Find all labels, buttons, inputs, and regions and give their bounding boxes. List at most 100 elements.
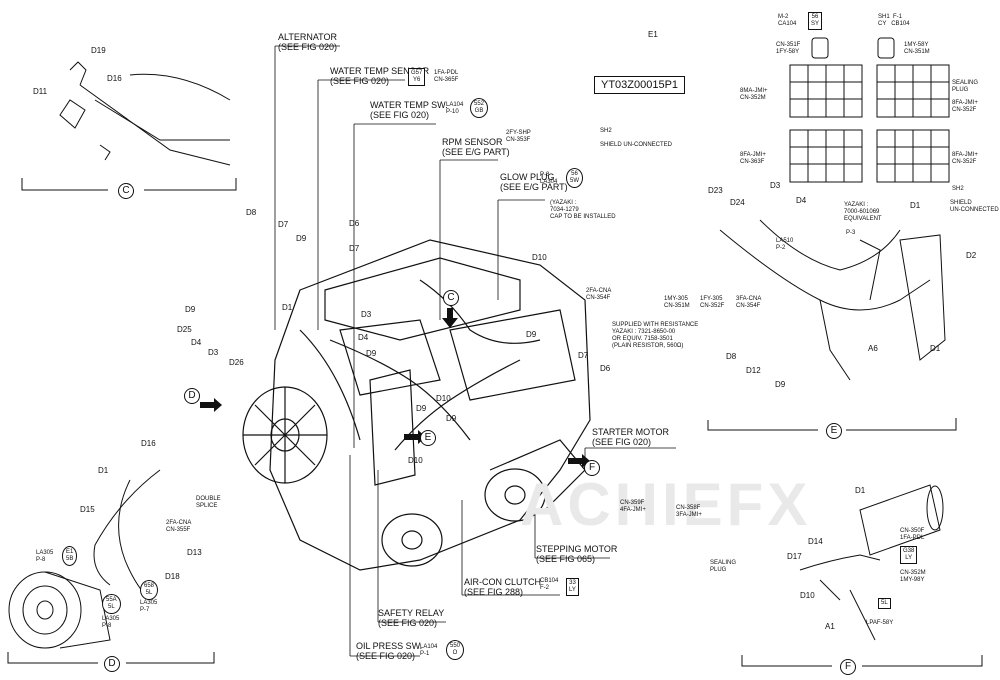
shield-label: SHIELD UN-CONNECTED	[950, 200, 999, 213]
callout-water-temp-sensor: WATER TEMP SENSOR (SEE FIG 020)	[330, 66, 429, 86]
yazaki2-line-3: EQUIVALENT	[844, 216, 882, 222]
oilpress-label: LA104 P-1	[420, 644, 438, 657]
ref-d9-g: D9	[775, 380, 786, 389]
ref-d3-a: D3	[208, 348, 219, 357]
yazaki-line-1: (YAZAKI :	[550, 200, 577, 206]
ref-d18: D18	[165, 572, 180, 581]
oilpress-oval: 550 O	[446, 640, 465, 660]
ref-d10-c: D10	[532, 253, 547, 262]
rpm-label: 2FY-SHP CN-353F	[506, 130, 531, 143]
callout-safety-relay: SAFETY RELAY (SEE FIG 020)	[378, 608, 444, 628]
ref-d8-a: D8	[246, 208, 257, 217]
callout-starter-motor-title: STARTER MOTOR	[592, 427, 670, 437]
callout-rpm-sensor-ref: (SEE E/G PART)	[442, 147, 510, 157]
twofa-label: 2FA-CNA CN-354F	[586, 288, 612, 301]
callout-oil-press-sw-title: OIL PRESS SW.	[356, 641, 423, 651]
section-c-pointer: C	[443, 290, 459, 306]
rpm-sh: SH2	[600, 128, 612, 134]
sfa3-label: 8FA-JMI+ CN-352F	[952, 152, 978, 165]
ref-d15: D15	[80, 505, 95, 514]
callout-leaders	[274, 45, 676, 657]
section-c-bracket	[21, 178, 237, 191]
ref-d1-d: D1	[98, 466, 109, 475]
ref-d7-c: D7	[578, 351, 589, 360]
callout-water-temp-sensor-title: WATER TEMP SENSOR	[330, 66, 430, 76]
callout-oil-press-sw: OIL PRESS SW. (SEE FIG 020)	[356, 641, 422, 661]
d-la305b: LA305 P-7	[140, 600, 158, 613]
ref-d9-a: D9	[296, 234, 307, 243]
wts-label: 1FA-PDL CN-365F	[434, 70, 459, 83]
yazaki-note: (YAZAKI : 7034-1279 CAP TO BE INSTALLED	[550, 200, 616, 221]
part-number: YT03Z00015P1	[594, 76, 686, 94]
m2-box: 56 SY	[808, 12, 823, 30]
ref-d1-e: D1	[855, 486, 866, 495]
ref-d4-b: D4	[358, 333, 369, 342]
glow-oval: 56 5W	[566, 168, 583, 188]
ref-d4-c: D4	[796, 196, 807, 205]
ref-d25: D25	[177, 325, 192, 334]
wtsw-oval: 552 GB	[470, 98, 489, 118]
sh2-label: SH2	[952, 186, 964, 192]
ref-d6-a: D6	[349, 219, 360, 228]
d-oval-3: 658 5L	[140, 580, 159, 600]
twofa-note-4: (PLAIN RESISTOR, 560Ω)	[612, 343, 684, 349]
ref-d9-d: D9	[416, 404, 427, 413]
callout-oil-press-sw-ref: (SEE FIG 020)	[356, 651, 416, 661]
yazaki2-note: YAZAKI : 7000-601069 EQUIVALENT	[844, 202, 882, 223]
section-e-pointer: E	[420, 430, 436, 446]
section-e-bracket	[707, 418, 957, 431]
f-box-2: G38 LY	[900, 546, 918, 564]
yazaki2-line-1: YAZAKI :	[844, 202, 869, 208]
section-f-illustration	[799, 484, 944, 641]
ref-d13: D13	[187, 548, 202, 557]
wtsw-label: LA104 P-10	[446, 102, 464, 115]
section-d-marker: D	[104, 656, 120, 672]
callout-safety-relay-ref: (SEE FIG 020)	[378, 618, 438, 628]
glow-label: P-8 LA304	[540, 172, 558, 185]
section-c-illustration	[59, 61, 231, 166]
cn351-label: CN-351F 1FY-58Y	[776, 42, 801, 55]
callout-air-con-clutch-ref: (SEE FIG 288)	[464, 587, 524, 597]
ref-d9-c: D9	[366, 349, 377, 358]
ref-d1-a: D1	[282, 303, 293, 312]
callout-air-con-clutch: AIR-CON CLUTCH (SEE FIG 288)	[464, 577, 541, 597]
section-f-bracket	[741, 655, 983, 667]
sfa2-label: 8FA-JMI+ CN-363F	[740, 152, 766, 165]
aircon-box: 33 LY	[566, 578, 579, 596]
e-conn-1: 1MY-305 CN-351M	[664, 296, 690, 309]
d-oval-1: E1 5B	[62, 546, 78, 566]
yazaki-line-2: 7034-1279	[550, 207, 579, 213]
f-lpaf: LPAF-58Y	[866, 620, 894, 626]
ref-d6-b: D6	[600, 364, 611, 373]
ref-e1: E1	[648, 30, 658, 39]
ref-d24: D24	[730, 198, 745, 207]
callout-water-temp-sw-title: WATER TEMP SW.	[370, 100, 448, 110]
ref-d16-c: D16	[107, 74, 122, 83]
ref-d23: D23	[708, 186, 723, 195]
callout-rpm-sensor-title: RPM SENSOR	[442, 137, 503, 147]
ref-d3-c: D3	[770, 181, 781, 190]
ref-d10-d: D10	[800, 591, 815, 600]
callout-starter-motor: STARTER MOTOR (SEE FIG 020)	[592, 427, 669, 447]
ref-d1-c: D1	[930, 344, 941, 353]
yazaki2-line-2: 7000-601069	[844, 209, 880, 215]
section-d-illustration	[8, 469, 161, 649]
e-conn-3: 3FA-CNA CN-354F	[736, 296, 762, 309]
callout-water-temp-sw: WATER TEMP SW. (SEE FIG 020)	[370, 100, 448, 120]
ref-d19: D19	[91, 46, 106, 55]
section-d-bracket	[7, 652, 215, 664]
callout-alternator-title: ALTERNATOR	[278, 32, 338, 42]
section-f-marker: F	[840, 659, 856, 675]
yazaki-line-3: CAP TO BE INSTALLED	[550, 214, 616, 220]
twofa-note: SUPPLIED WITH RESISTANCE YAZAKI : 7321-8…	[612, 322, 698, 350]
ref-d8-b: D8	[726, 352, 737, 361]
ref-d26: D26	[229, 358, 244, 367]
sealing-label: SEALING PLUG	[952, 80, 979, 93]
ref-d10-b: D10	[408, 456, 423, 465]
d-la305a: LA305 P-8	[36, 550, 54, 563]
ref-d9-f: D9	[526, 330, 537, 339]
cn351m-label: 1MY-58Y CN-351M	[904, 42, 930, 55]
ref-d17: D17	[787, 552, 802, 561]
callout-starter-motor-ref: (SEE FIG 020)	[592, 437, 652, 447]
callout-alternator-ref: (SEE FIG 020)	[278, 42, 338, 52]
